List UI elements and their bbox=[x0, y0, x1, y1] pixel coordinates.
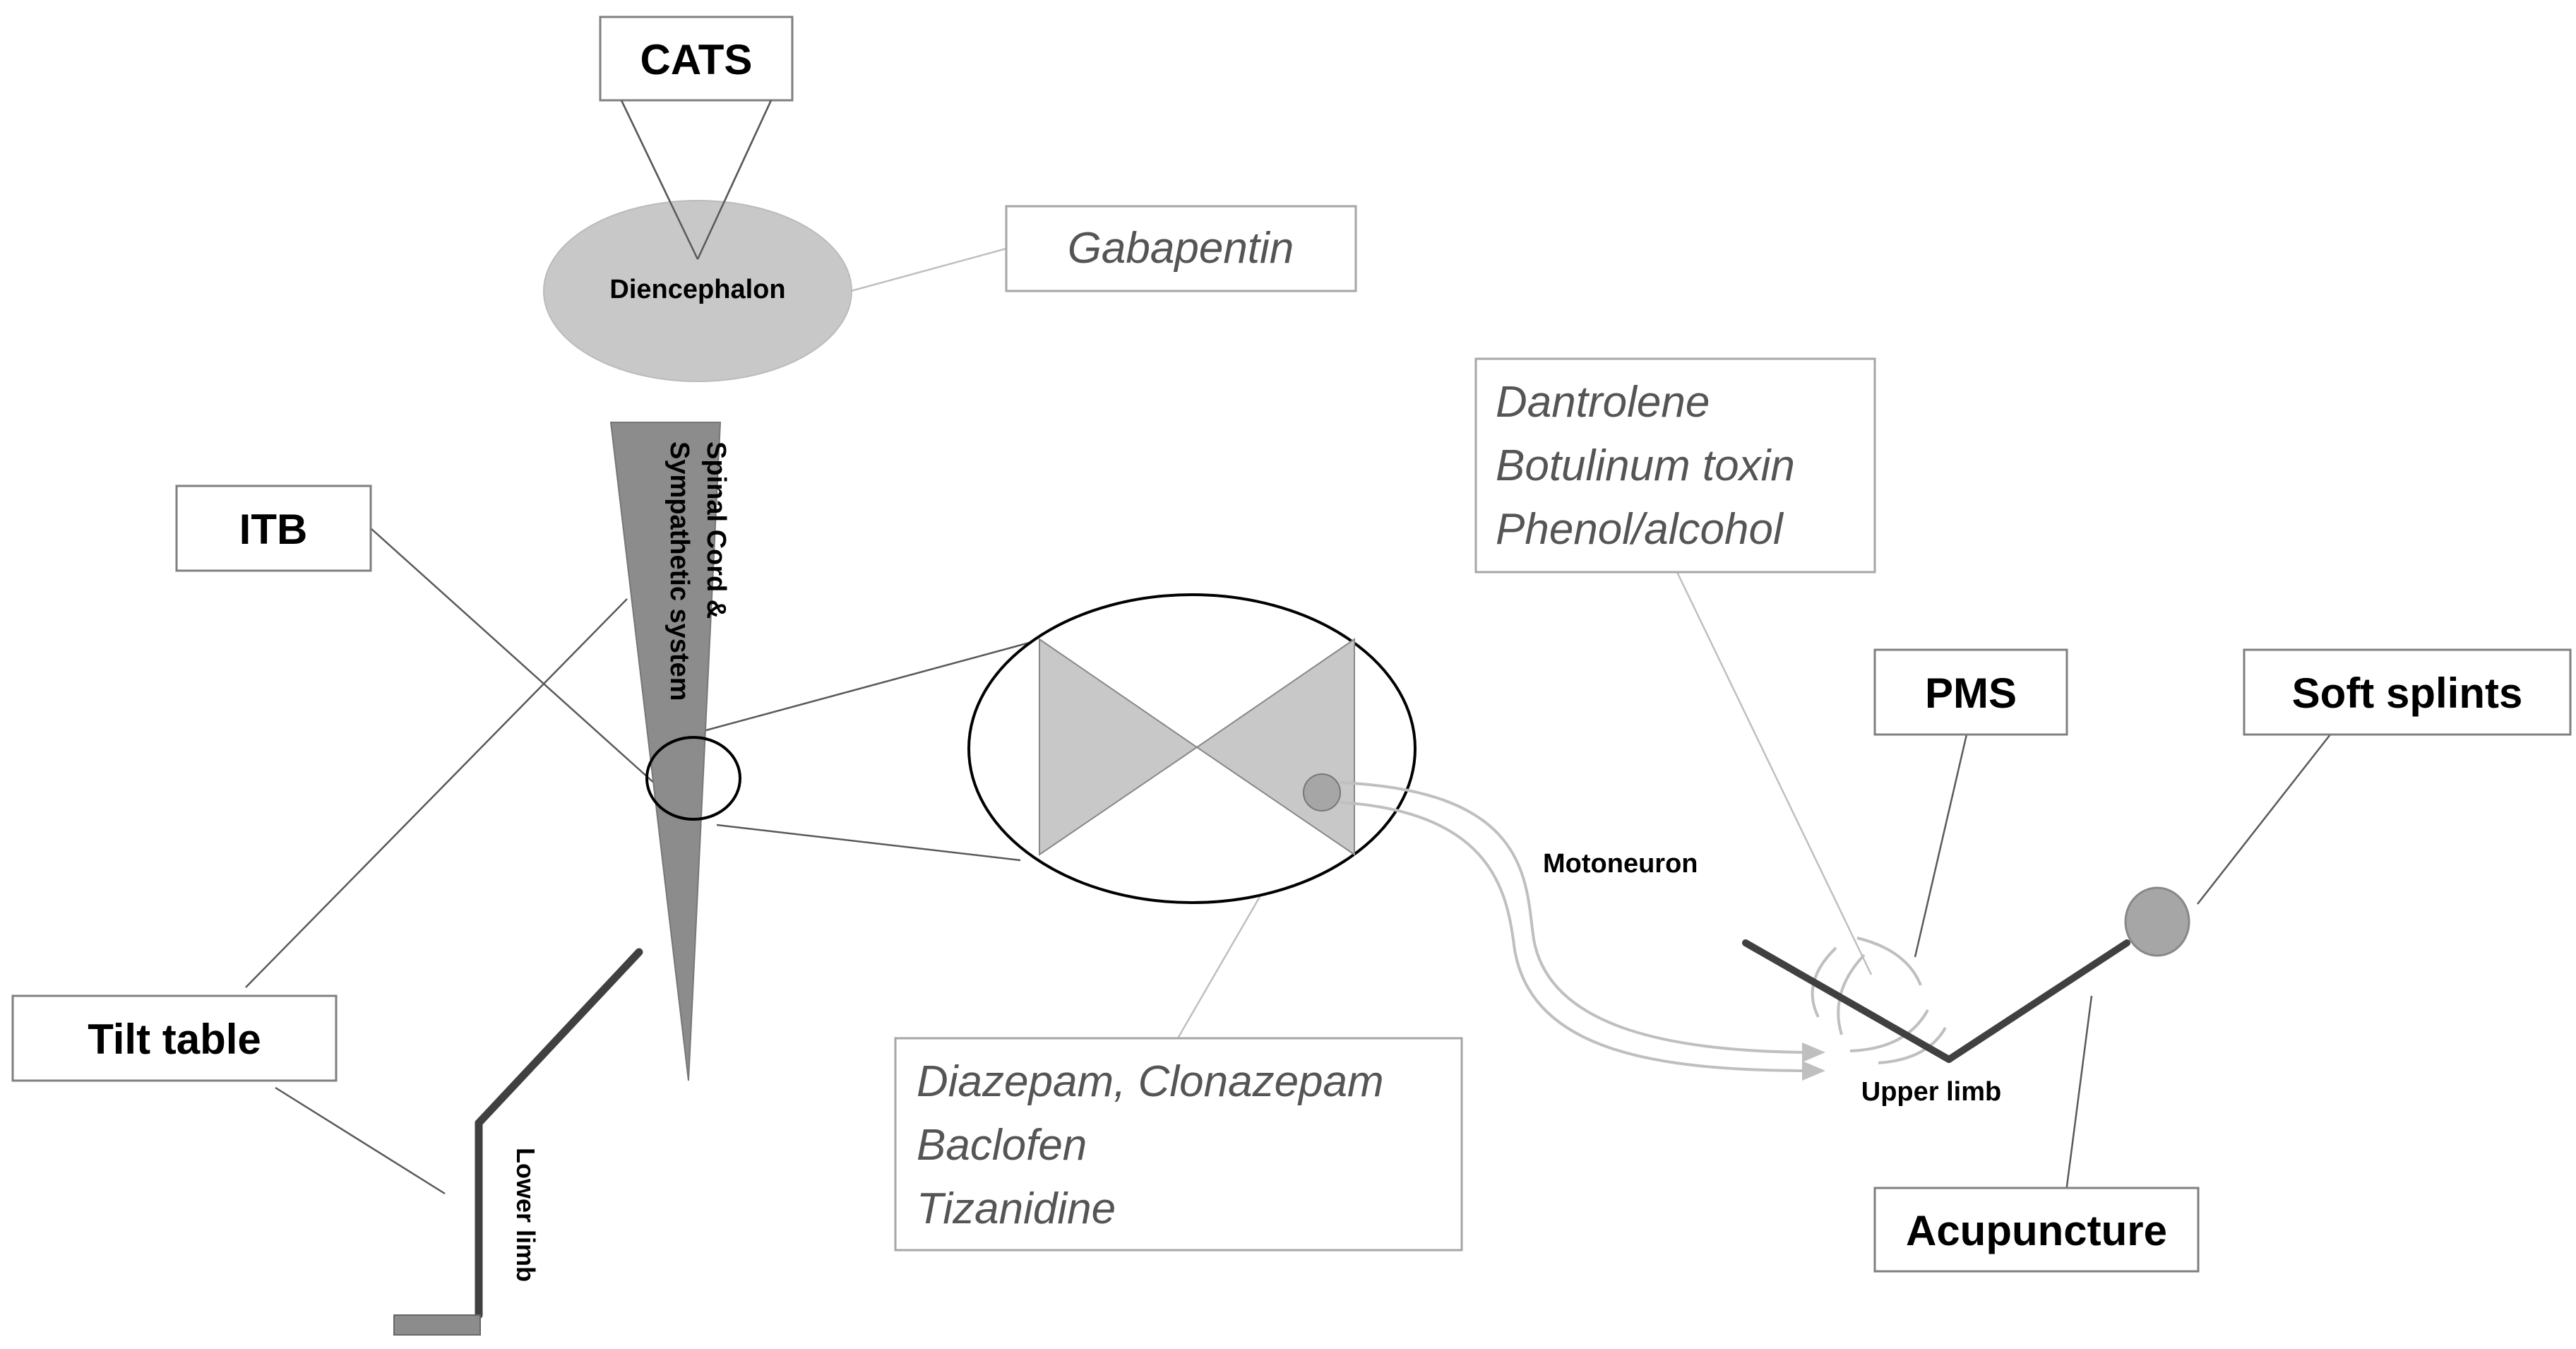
connector-lines bbox=[245, 100, 2331, 1198]
oral-drug-1: Diazepam, Clonazepam bbox=[917, 1057, 1384, 1106]
soft-splints-box: Soft splints bbox=[2243, 648, 2572, 736]
diencephalon-ellipse bbox=[543, 200, 852, 382]
gabapentin-box: Gabapentin bbox=[1005, 205, 1357, 292]
axon-arrowhead-2 bbox=[1802, 1061, 1825, 1081]
soft-splints-connector bbox=[2197, 734, 2331, 905]
upper-limb: Upper limb bbox=[1742, 886, 2190, 1107]
pms-label: PMS bbox=[1925, 670, 2017, 717]
soft-splints-label: Soft splints bbox=[2292, 670, 2523, 717]
itb-connector bbox=[370, 528, 670, 797]
tilt-table-label: Tilt table bbox=[88, 1016, 261, 1063]
tilt-table-box: Tilt table bbox=[11, 994, 338, 1082]
gabapentin-connector bbox=[850, 247, 1007, 292]
synapse-left-triangle bbox=[1039, 638, 1198, 856]
lower-limb: Lower limb bbox=[393, 948, 643, 1336]
spinal-cord: Spinal Cord & Sympathetic system bbox=[609, 422, 741, 1081]
lower-limb-label: Lower limb bbox=[511, 1148, 540, 1282]
itb-box: ITB bbox=[175, 485, 372, 572]
upper-limb-label: Upper limb bbox=[1861, 1077, 2001, 1107]
muscle-relaxants-box: Dantrolene Botulinum toxin Phenol/alcoho… bbox=[1474, 357, 1876, 574]
tilt-table-connector-to-cord bbox=[245, 598, 628, 988]
cats-label: CATS bbox=[640, 36, 753, 83]
itb-label: ITB bbox=[239, 506, 308, 553]
axon-outer bbox=[1340, 781, 1805, 1054]
lower-limb-foot bbox=[393, 1314, 481, 1336]
motoneuron-axon: Motoneuron bbox=[1340, 781, 1825, 1081]
diencephalon: Diencephalon bbox=[543, 100, 852, 382]
muscle-relaxant-2: Botulinum toxin bbox=[1496, 441, 1795, 490]
acupuncture-label: Acupuncture bbox=[1906, 1207, 2167, 1254]
diencephalon-label: Diencephalon bbox=[609, 275, 785, 304]
muscle-relaxants-connector bbox=[1676, 571, 1873, 975]
gabapentin-label: Gabapentin bbox=[1068, 224, 1294, 273]
oral-drug-3: Tizanidine bbox=[917, 1184, 1116, 1233]
spinal-segment-circle bbox=[645, 736, 741, 821]
pms-connector bbox=[1914, 734, 1968, 958]
upper-limb-hand bbox=[2124, 886, 2190, 957]
axon-arrowhead-1 bbox=[1802, 1042, 1825, 1062]
acupuncture-box: Acupuncture bbox=[1873, 1187, 2200, 1273]
spinal-cord-triangle bbox=[609, 422, 722, 1081]
axon-inner bbox=[1340, 801, 1805, 1072]
upper-limb-forearm bbox=[1945, 939, 2130, 1063]
oral-drugs-box: Diazepam, Clonazepam Baclofen Tizanidine bbox=[894, 1037, 1463, 1252]
zoom-line-top bbox=[695, 640, 1035, 735]
pms-box: PMS bbox=[1873, 648, 2068, 736]
zoom-line-bottom bbox=[716, 824, 1021, 862]
motoneuron-cell-body bbox=[1303, 773, 1341, 812]
cats-box: CATS bbox=[599, 16, 794, 102]
upper-limb-upper-arm bbox=[1742, 939, 1952, 1063]
spinal-cord-label-line1: Spinal Cord & bbox=[701, 441, 731, 619]
tilt-table-connector-to-limb bbox=[275, 1086, 446, 1195]
muscle-relaxant-1: Dantrolene bbox=[1496, 378, 1710, 427]
synapse-zoom bbox=[967, 593, 1417, 904]
motoneuron-label: Motoneuron bbox=[1543, 849, 1698, 879]
oral-drug-2: Baclofen bbox=[917, 1121, 1087, 1170]
spinal-cord-label-line2: Sympathetic system bbox=[664, 441, 694, 701]
lower-limb-thigh bbox=[475, 948, 643, 1127]
muscle-relaxant-3: Phenol/alcohol bbox=[1496, 505, 1784, 554]
acupuncture-connector bbox=[2064, 995, 2093, 1198]
